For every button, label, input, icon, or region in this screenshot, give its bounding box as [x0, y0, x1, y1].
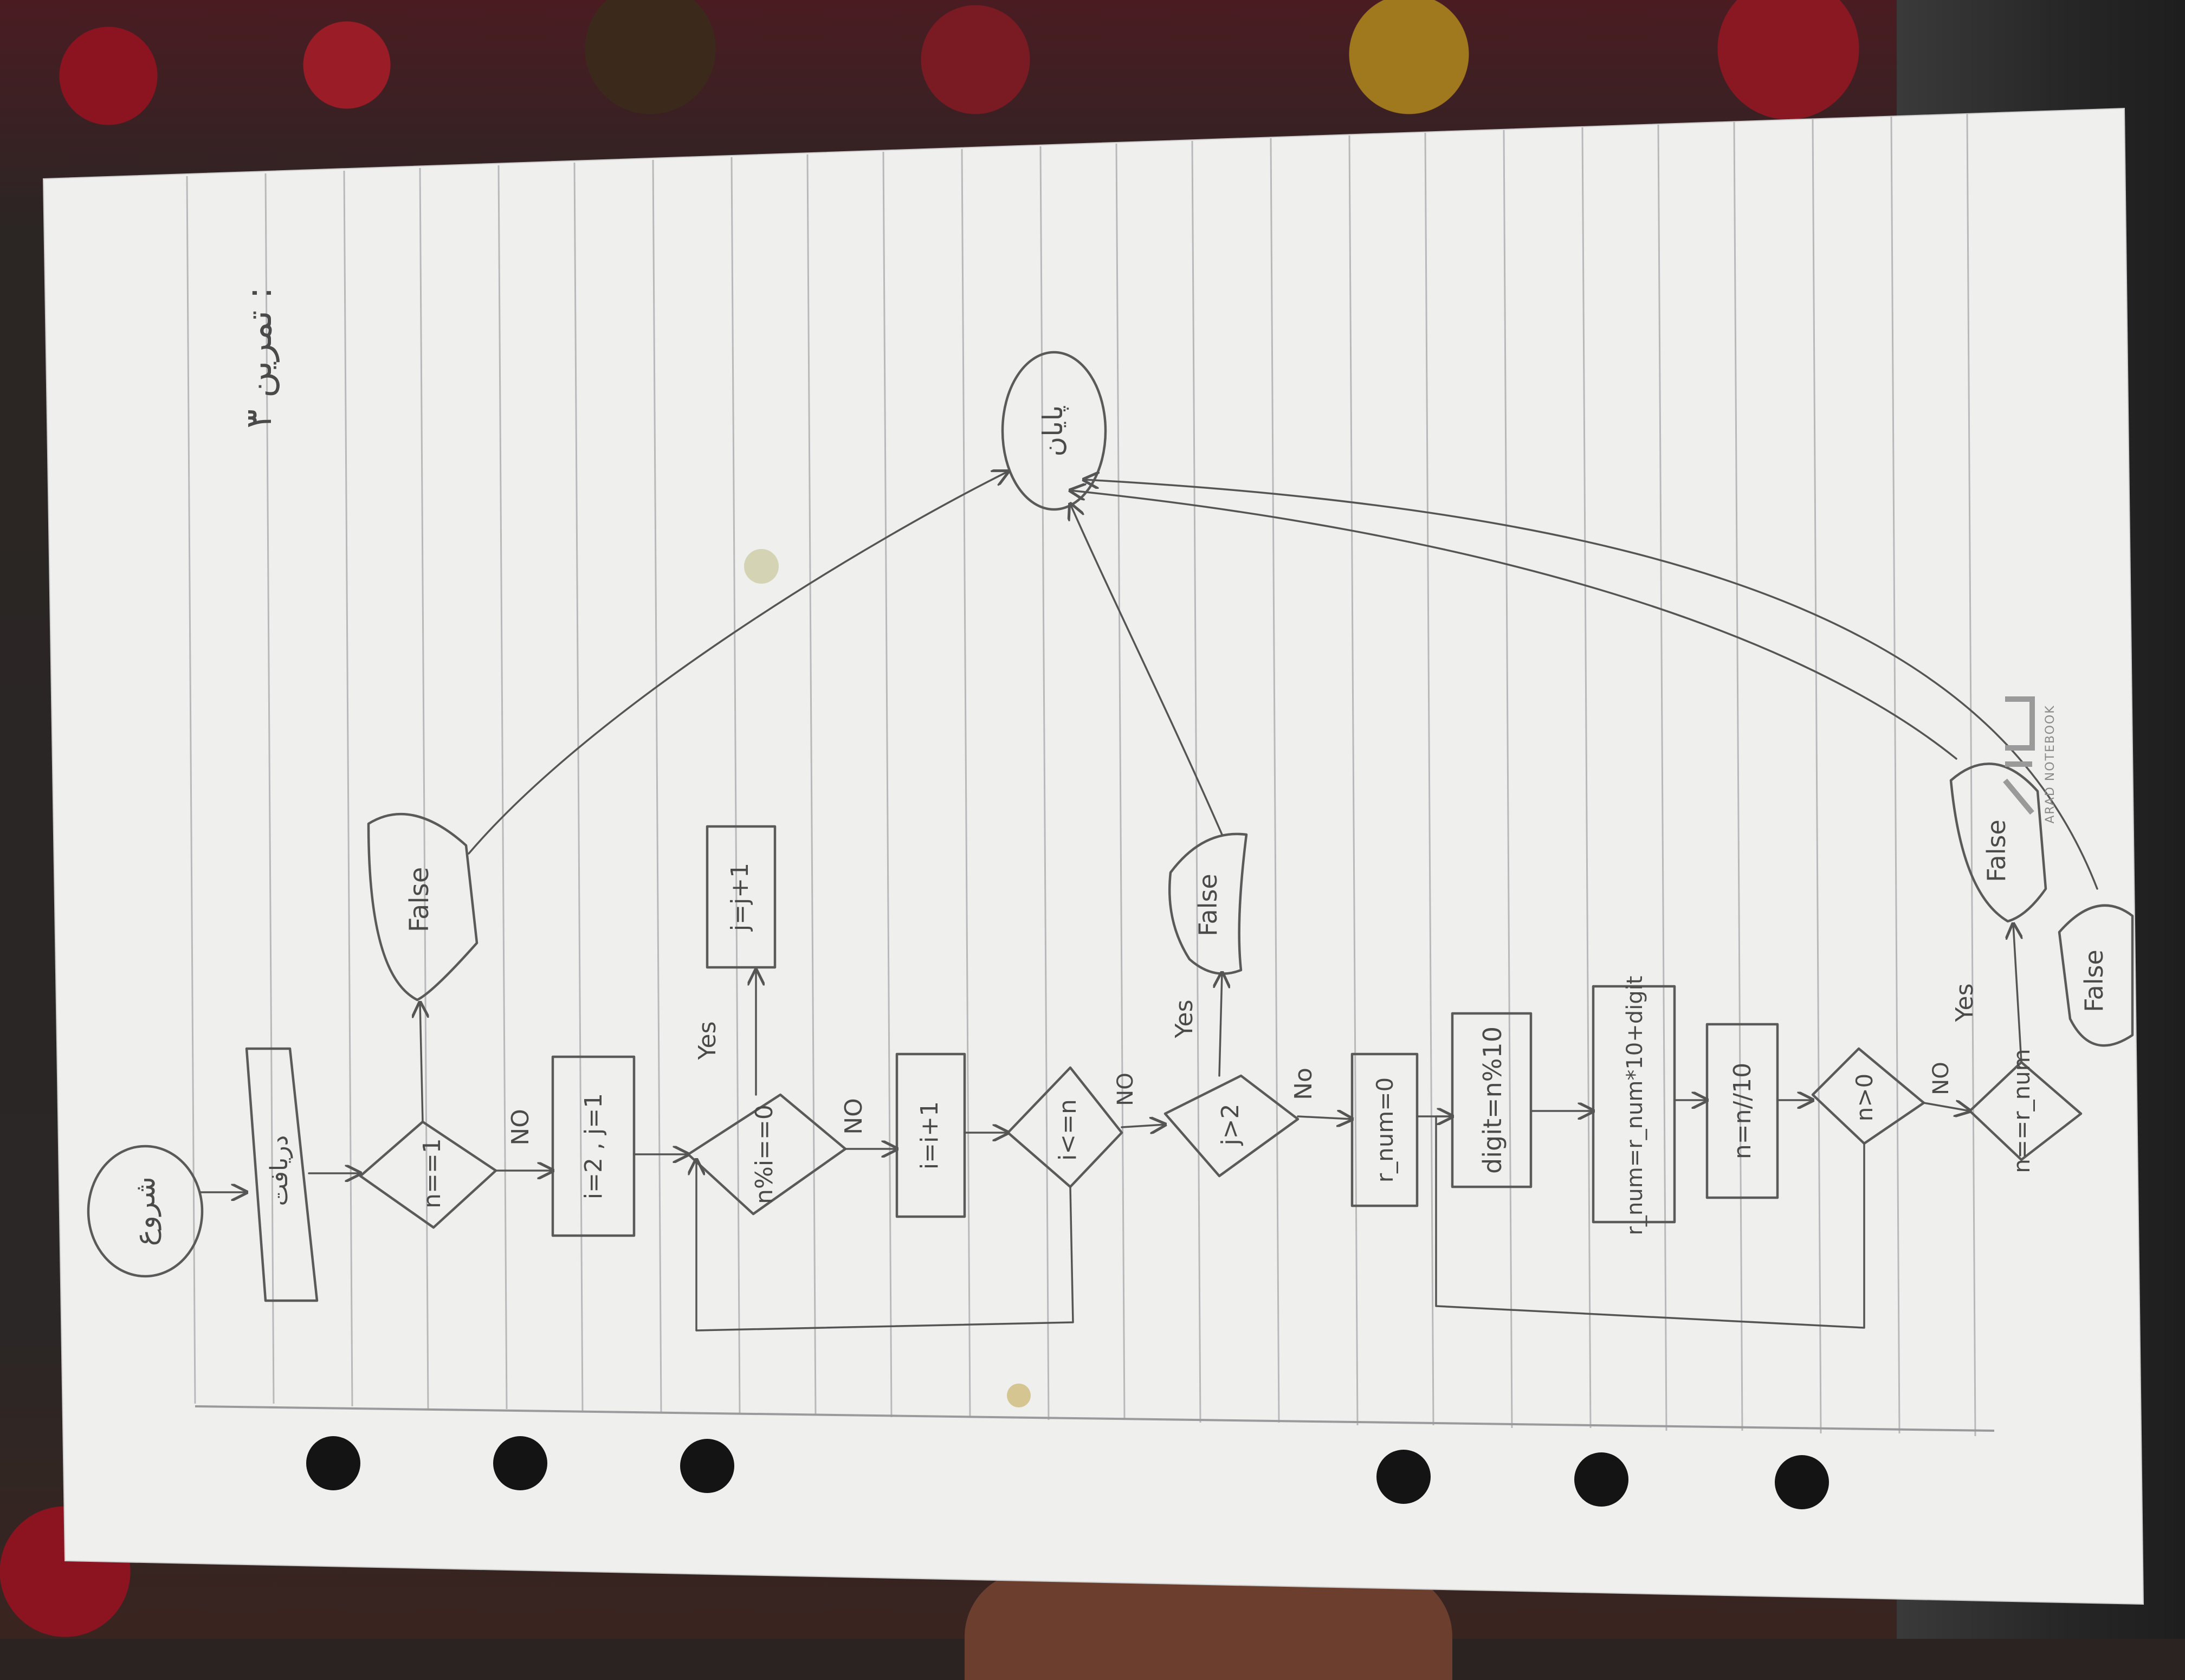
dec-mod-label: n%i==0: [751, 1104, 778, 1204]
false-1-label: False: [404, 867, 435, 933]
edge: [420, 1003, 423, 1123]
edge: [1923, 1103, 1970, 1111]
end-node: [1001, 351, 1107, 511]
page-title: تمرین ۳ :: [238, 287, 280, 428]
paper-sheet: [42, 107, 2144, 1605]
r-num-init-node: [1350, 1052, 1419, 1207]
label-yes-3: Yes: [1951, 983, 1979, 1022]
edge-to-end: [1070, 504, 1223, 836]
r-num-update-label: r_num=r_num*10+digit: [1622, 976, 1647, 1236]
decision-j-gt-2: [1163, 1074, 1300, 1178]
dec-j-label: j>2: [1217, 1103, 1244, 1146]
label-no-2: NO: [840, 1098, 868, 1135]
edge: [1121, 1125, 1165, 1127]
false-node-2: [1168, 832, 1248, 975]
label-yes-2: Yes: [1171, 999, 1198, 1038]
edge: [2013, 924, 2021, 1063]
bottom-margin-line: [195, 1405, 1995, 1432]
false-2-label: False: [1193, 874, 1223, 936]
r-num-label: r_num=0: [1372, 1077, 1398, 1183]
dec-rnum-label: n==r_num: [2008, 1049, 2035, 1173]
inc-i-label: i=i+1: [916, 1101, 943, 1169]
false-4-label: False: [2079, 949, 2109, 1012]
ruled-lines: [186, 113, 1976, 1437]
start-label: شروع: [129, 1177, 161, 1246]
init-node: [551, 1055, 636, 1237]
label-no-5: NO: [1929, 1062, 1954, 1095]
start-node: [87, 1145, 204, 1278]
init-label: i=2 , j=1: [580, 1093, 607, 1199]
decision-n-eq-rnum: [1968, 1061, 2083, 1161]
input-node: [245, 1047, 319, 1302]
stain: [744, 549, 779, 584]
false-node-4: [2058, 904, 2134, 1047]
input-label: دریافت: [266, 1135, 293, 1206]
false-3-label: False: [1982, 819, 2011, 882]
label-no-1: NO: [507, 1109, 534, 1146]
n-div-label: n=n//10: [1729, 1063, 1756, 1159]
false-node-1: [367, 812, 479, 1001]
digit-node: [1451, 1012, 1533, 1188]
edge: [1297, 1116, 1352, 1119]
edge-loop-n: [1435, 1115, 1865, 1329]
edge-to-end: [468, 471, 1008, 855]
label-no-3: NO: [1113, 1072, 1138, 1106]
brand-logo: [2003, 696, 2035, 815]
inc-j-node: [706, 825, 777, 969]
punch-holes: [306, 1436, 1829, 1509]
false-node-3: [1949, 763, 2047, 923]
label-yes-1: Yes: [694, 1021, 721, 1060]
brand-label: ARAD NOTEBOOK: [2044, 705, 2057, 823]
decision-i-le-n: [1006, 1066, 1123, 1188]
stain: [1007, 1384, 1031, 1407]
digit-label: digit=n%10: [1478, 1026, 1507, 1174]
inc-j-label: j=j+1: [726, 863, 754, 932]
label-no-4: No: [1290, 1068, 1317, 1100]
dec-n0-label: n>0: [1851, 1074, 1878, 1122]
end-label: پایان: [1037, 405, 1069, 456]
inc-i-node: [895, 1052, 966, 1218]
dec-n1-label: n==1: [418, 1138, 446, 1209]
dec-i-label: i<=n: [1054, 1099, 1082, 1161]
edge: [1219, 973, 1222, 1077]
notebook-page: تمرین ۳ : شروع دریافت n==1 False NO i=2 …: [42, 107, 2144, 1605]
edge-to-end: [1084, 480, 2098, 890]
edge-loop-i: [696, 1160, 1074, 1332]
edge-to-end: [1070, 490, 1957, 760]
n-div-node: [1705, 1023, 1779, 1199]
